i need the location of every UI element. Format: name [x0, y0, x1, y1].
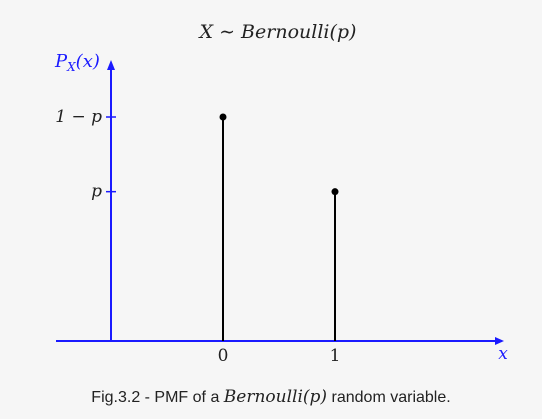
y-axis-label: PX(x) — [54, 51, 100, 74]
y-tick-label: 1 − p — [55, 107, 102, 127]
stem-marker — [219, 113, 227, 121]
x-axis-arrow — [495, 337, 504, 345]
caption-math: Bernoulli(p) — [223, 387, 328, 407]
y-tick-label: p — [91, 182, 102, 202]
y-axis-arrow — [107, 60, 115, 70]
x-axis-label: x — [498, 344, 508, 364]
x-tick-label: 0 — [218, 346, 229, 366]
stem-marker — [331, 188, 339, 196]
caption-prefix: Fig.3.2 - PMF of a — [91, 389, 220, 406]
chart-marks: 1 − p p 0 1 — [55, 107, 340, 366]
chart-title: X ∼ Bernoulli(p) — [198, 21, 357, 43]
figure-caption: Fig.3.2 - PMF of a Bernoulli(p) random v… — [0, 387, 542, 407]
caption-suffix: random variable. — [331, 389, 451, 406]
x-tick-label: 1 — [330, 346, 341, 366]
